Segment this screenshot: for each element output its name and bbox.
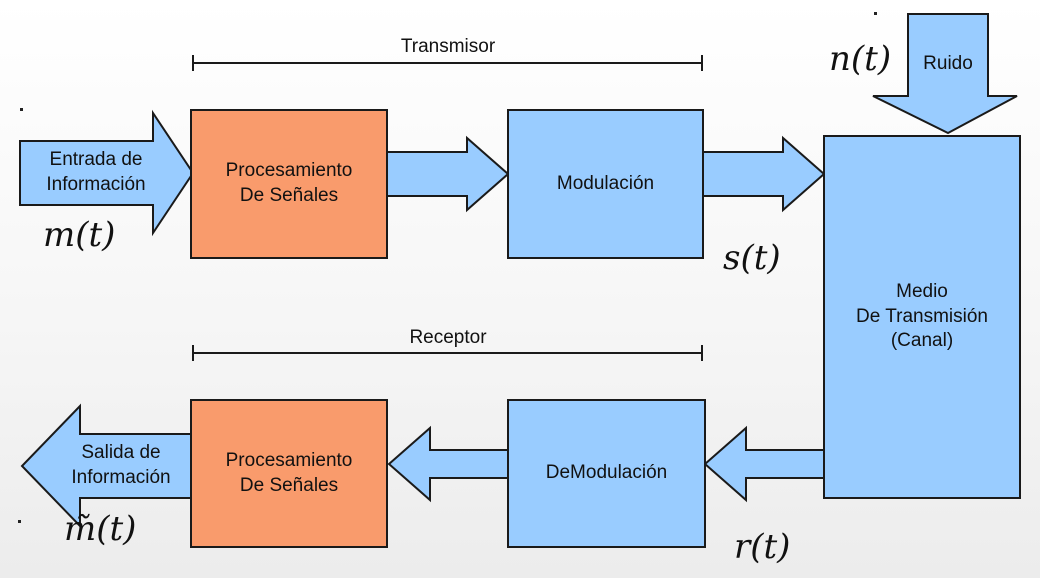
transmitted-signal-label: s(t) [723,238,781,278]
modulation-block [507,109,704,259]
channel-to-demod-arrow [703,425,825,503]
input-arrow [19,109,195,237]
output-arrow [20,403,194,529]
input-signal-label: m(t) [43,215,116,255]
output-signal-label: m̃(t) [64,509,137,549]
decorative-dot [18,520,21,523]
decorative-dot [20,108,23,111]
rx-processing-label: Procesamiento De Señales [225,449,353,496]
tx-proc-to-mod-arrow [386,135,510,213]
noise-arrow [872,13,1018,135]
noise-signal-label: n(t) [829,39,892,79]
noise-arrow-label: Ruido [923,52,973,74]
decorative-dot [874,12,877,15]
tx-processing-block [190,109,388,259]
input-arrow-label: Entrada de Información [46,149,146,195]
output-arrow-label: Salida de Información [71,442,171,488]
received-signal-label: r(t) [734,527,791,567]
channel-label: Medio De Transmisión (Canal) [856,280,988,352]
receiver-label: Receptor [409,327,487,348]
receiver-bracket [192,345,703,361]
channel-block [823,135,1021,499]
mod-to-channel-arrow [702,135,826,213]
rx-processing-block [190,399,388,548]
transmitter-bracket [192,55,703,71]
transmitter-label: Transmisor [400,36,496,57]
demodulation-block [507,399,706,548]
demod-to-rx-proc-arrow [387,425,509,503]
modulation-label: Modulación [556,172,655,194]
demodulation-label: DeModulación [545,462,668,484]
tx-processing-label: Procesamiento De Señales [225,160,353,206]
